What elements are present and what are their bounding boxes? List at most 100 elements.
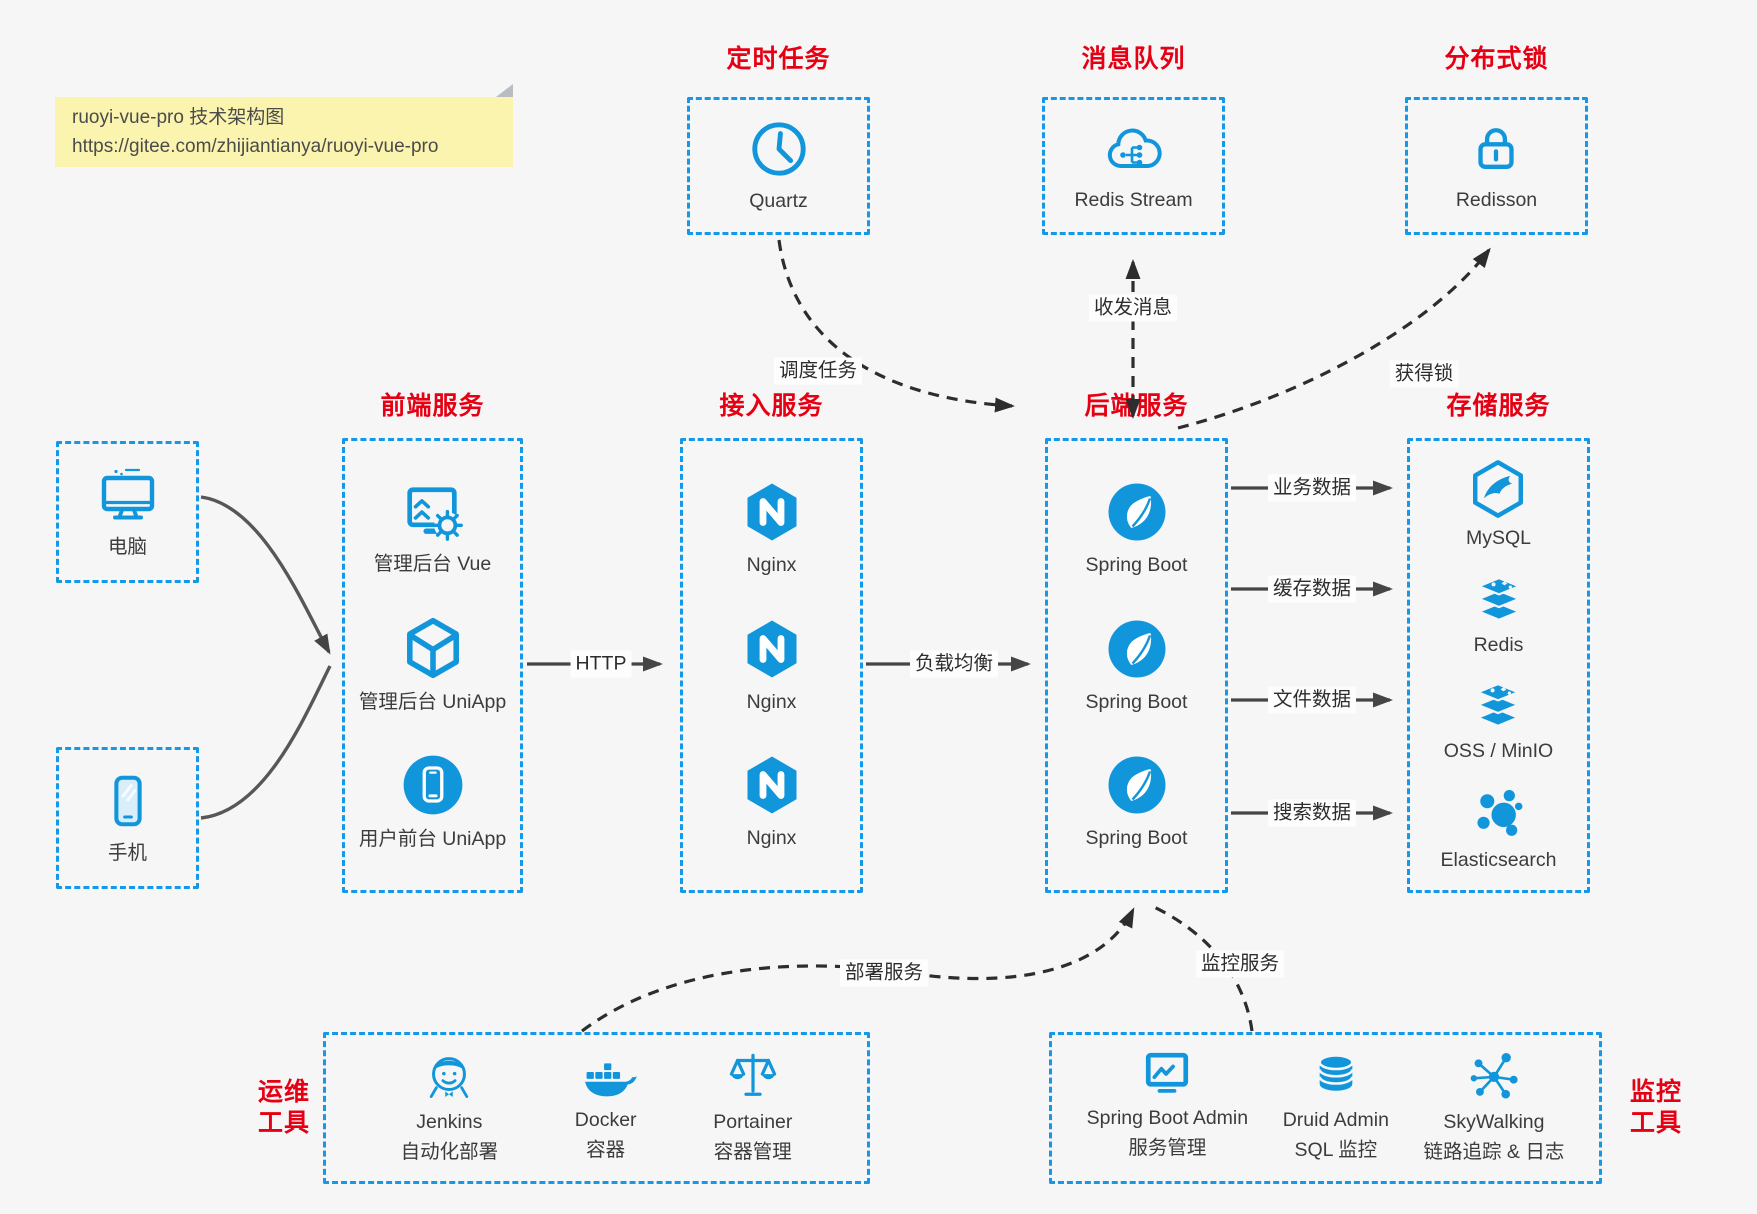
monitor-title-line2: 工具 — [1629, 1109, 1682, 1137]
redis-stack-icon — [1477, 576, 1520, 621]
node-label: Quartz — [749, 190, 808, 212]
node-label: 管理后台 UniApp — [358, 690, 507, 713]
group-title-distributed-lock: 分布式锁 — [1444, 45, 1549, 73]
node-admin-uniapp: 管理后台 UniApp — [359, 615, 506, 715]
node-label: SkyWalking — [1443, 1111, 1545, 1133]
node-user-uniapp: 用户前台 UniApp — [359, 752, 506, 852]
node-label: 用户前台 UniApp — [358, 828, 507, 851]
node-label: Docker — [574, 1109, 637, 1131]
node-redis-stream: Redis Stream — [1074, 119, 1193, 213]
node-sublabel: 容器管理 — [713, 1141, 792, 1163]
monitor-title-line1: 监控 — [1629, 1078, 1682, 1106]
note-fold-corner — [496, 84, 513, 97]
cube-icon — [406, 617, 459, 678]
group-title-scheduled-task: 定时任务 — [726, 45, 831, 73]
quartz-box: Quartz — [687, 97, 870, 235]
node-quartz: Quartz — [748, 118, 810, 214]
node-pc: 电脑 — [96, 464, 160, 560]
group-title-monitor-tools: 监控 工具 — [1612, 1077, 1700, 1139]
nginx-icon — [747, 620, 796, 677]
elasticsearch-icon — [1476, 789, 1522, 836]
mobile-icon — [113, 775, 142, 827]
node-label: MySQL — [1465, 527, 1531, 550]
nginx-icon — [747, 756, 796, 814]
node-label: Nginx — [746, 827, 797, 850]
group-title-message-queue: 消息队列 — [1081, 45, 1186, 73]
spring-icon — [1108, 756, 1165, 814]
edge-label-file-data: 文件数据 — [1267, 686, 1357, 714]
mobile-client-box: 手机 — [56, 747, 199, 889]
redis-stream-box: Redis Stream — [1042, 97, 1225, 235]
backend-services-box: Spring Boot Spring Boot Spring Boot — [1045, 438, 1228, 893]
spring-icon — [1108, 620, 1165, 677]
docker-icon — [579, 1063, 637, 1097]
sticky-note: ruoyi-vue-pro 技术架构图 https://gitee.com/zh… — [55, 84, 513, 167]
node-label: 电脑 — [107, 536, 147, 558]
node-label: Elasticsearch — [1440, 848, 1557, 871]
node-admin-vue: 管理后台 Vue — [374, 479, 491, 577]
node-sublabel: SQL 监控 — [1294, 1139, 1378, 1161]
node-springboot-3: Spring Boot — [1085, 753, 1188, 851]
group-title-storage: 存储服务 — [1446, 392, 1551, 420]
node-label: Redis — [1473, 633, 1524, 656]
clock-icon — [751, 122, 806, 176]
node-label: Spring Boot — [1085, 690, 1188, 713]
node-elasticsearch: Elasticsearch — [1440, 782, 1557, 873]
storage-stack-icon — [1477, 683, 1520, 728]
node-label: Nginx — [746, 690, 797, 713]
node-label: Spring Boot — [1085, 553, 1188, 576]
node-label: Nginx — [746, 553, 797, 576]
node-label: Redisson — [1455, 189, 1538, 211]
edge-label-cache-data: 缓存数据 — [1267, 575, 1357, 603]
app-circle-icon — [403, 755, 462, 815]
node-nginx-1: Nginx — [740, 480, 804, 578]
admin-vue-icon — [407, 487, 464, 541]
node-mobile: 手机 — [97, 770, 159, 866]
edge-label-deploy: 部署服务 — [839, 959, 929, 987]
pc-client-box: 电脑 — [56, 441, 199, 583]
druid-icon — [1318, 1054, 1354, 1091]
jenkins-icon — [430, 1057, 469, 1098]
node-label: Spring Boot — [1085, 827, 1188, 850]
portainer-icon — [729, 1053, 776, 1096]
note-url: https://gitee.com/zhijiantianya/ruoyi-vu… — [72, 136, 439, 157]
lock-icon — [1478, 128, 1515, 169]
node-docker: Docker 容器 — [573, 1045, 639, 1163]
node-mysql: MySQL — [1466, 458, 1531, 551]
node-nginx-2: Nginx — [740, 617, 804, 715]
node-sublabel: 容器 — [586, 1139, 626, 1161]
node-sublabel: 自动化部署 — [400, 1141, 499, 1163]
node-redisson: Redisson — [1456, 119, 1537, 213]
cloud-mq-icon — [1107, 128, 1162, 169]
edge-label-search-data: 搜索数据 — [1267, 799, 1357, 827]
node-sublabel: 服务管理 — [1128, 1137, 1207, 1159]
edge-label-lock: 获得锁 — [1389, 360, 1459, 388]
desktop-icon — [101, 468, 154, 520]
ops-title-line2: 工具 — [257, 1109, 310, 1137]
node-springboot-admin: Spring Boot Admin 服务管理 — [1087, 1045, 1248, 1161]
edge-label-http: HTTP — [570, 650, 632, 678]
node-label: 管理后台 Vue — [373, 552, 492, 575]
skywalking-icon — [1470, 1052, 1518, 1099]
edge-label-dispatch: 调度任务 — [773, 357, 863, 385]
monitor-tools-box: Spring Boot Admin 服务管理 Druid Admin SQL 监… — [1049, 1032, 1602, 1184]
ops-tools-box: Jenkins 自动化部署 Docker 容器 — [323, 1032, 870, 1184]
node-label: Druid Admin — [1282, 1109, 1389, 1131]
node-springboot-1: Spring Boot — [1085, 480, 1188, 578]
node-redis: Redis — [1469, 569, 1529, 658]
storage-services-box: MySQL Redis — [1407, 438, 1590, 893]
note-title: ruoyi-vue-pro 技术架构图 — [72, 107, 285, 128]
spring-icon — [1108, 483, 1165, 541]
node-label: 手机 — [107, 842, 147, 864]
node-druid-admin: Druid Admin SQL 监控 — [1283, 1045, 1389, 1163]
node-jenkins: Jenkins 自动化部署 — [400, 1045, 499, 1165]
frontend-services-box: 管理后台 Vue 管理后台 UniApp 用户前台 UniApp — [342, 438, 523, 893]
edge-label-business-data: 业务数据 — [1267, 474, 1357, 502]
edge-label-monitor: 监控服务 — [1195, 950, 1285, 978]
node-label: Portainer — [713, 1111, 793, 1133]
node-label: Jenkins — [416, 1111, 483, 1133]
group-title-gateway: 接入服务 — [719, 392, 824, 420]
arrow-pc-to-frontend — [200, 495, 331, 655]
node-oss-minio: OSS / MinIO — [1444, 675, 1553, 764]
